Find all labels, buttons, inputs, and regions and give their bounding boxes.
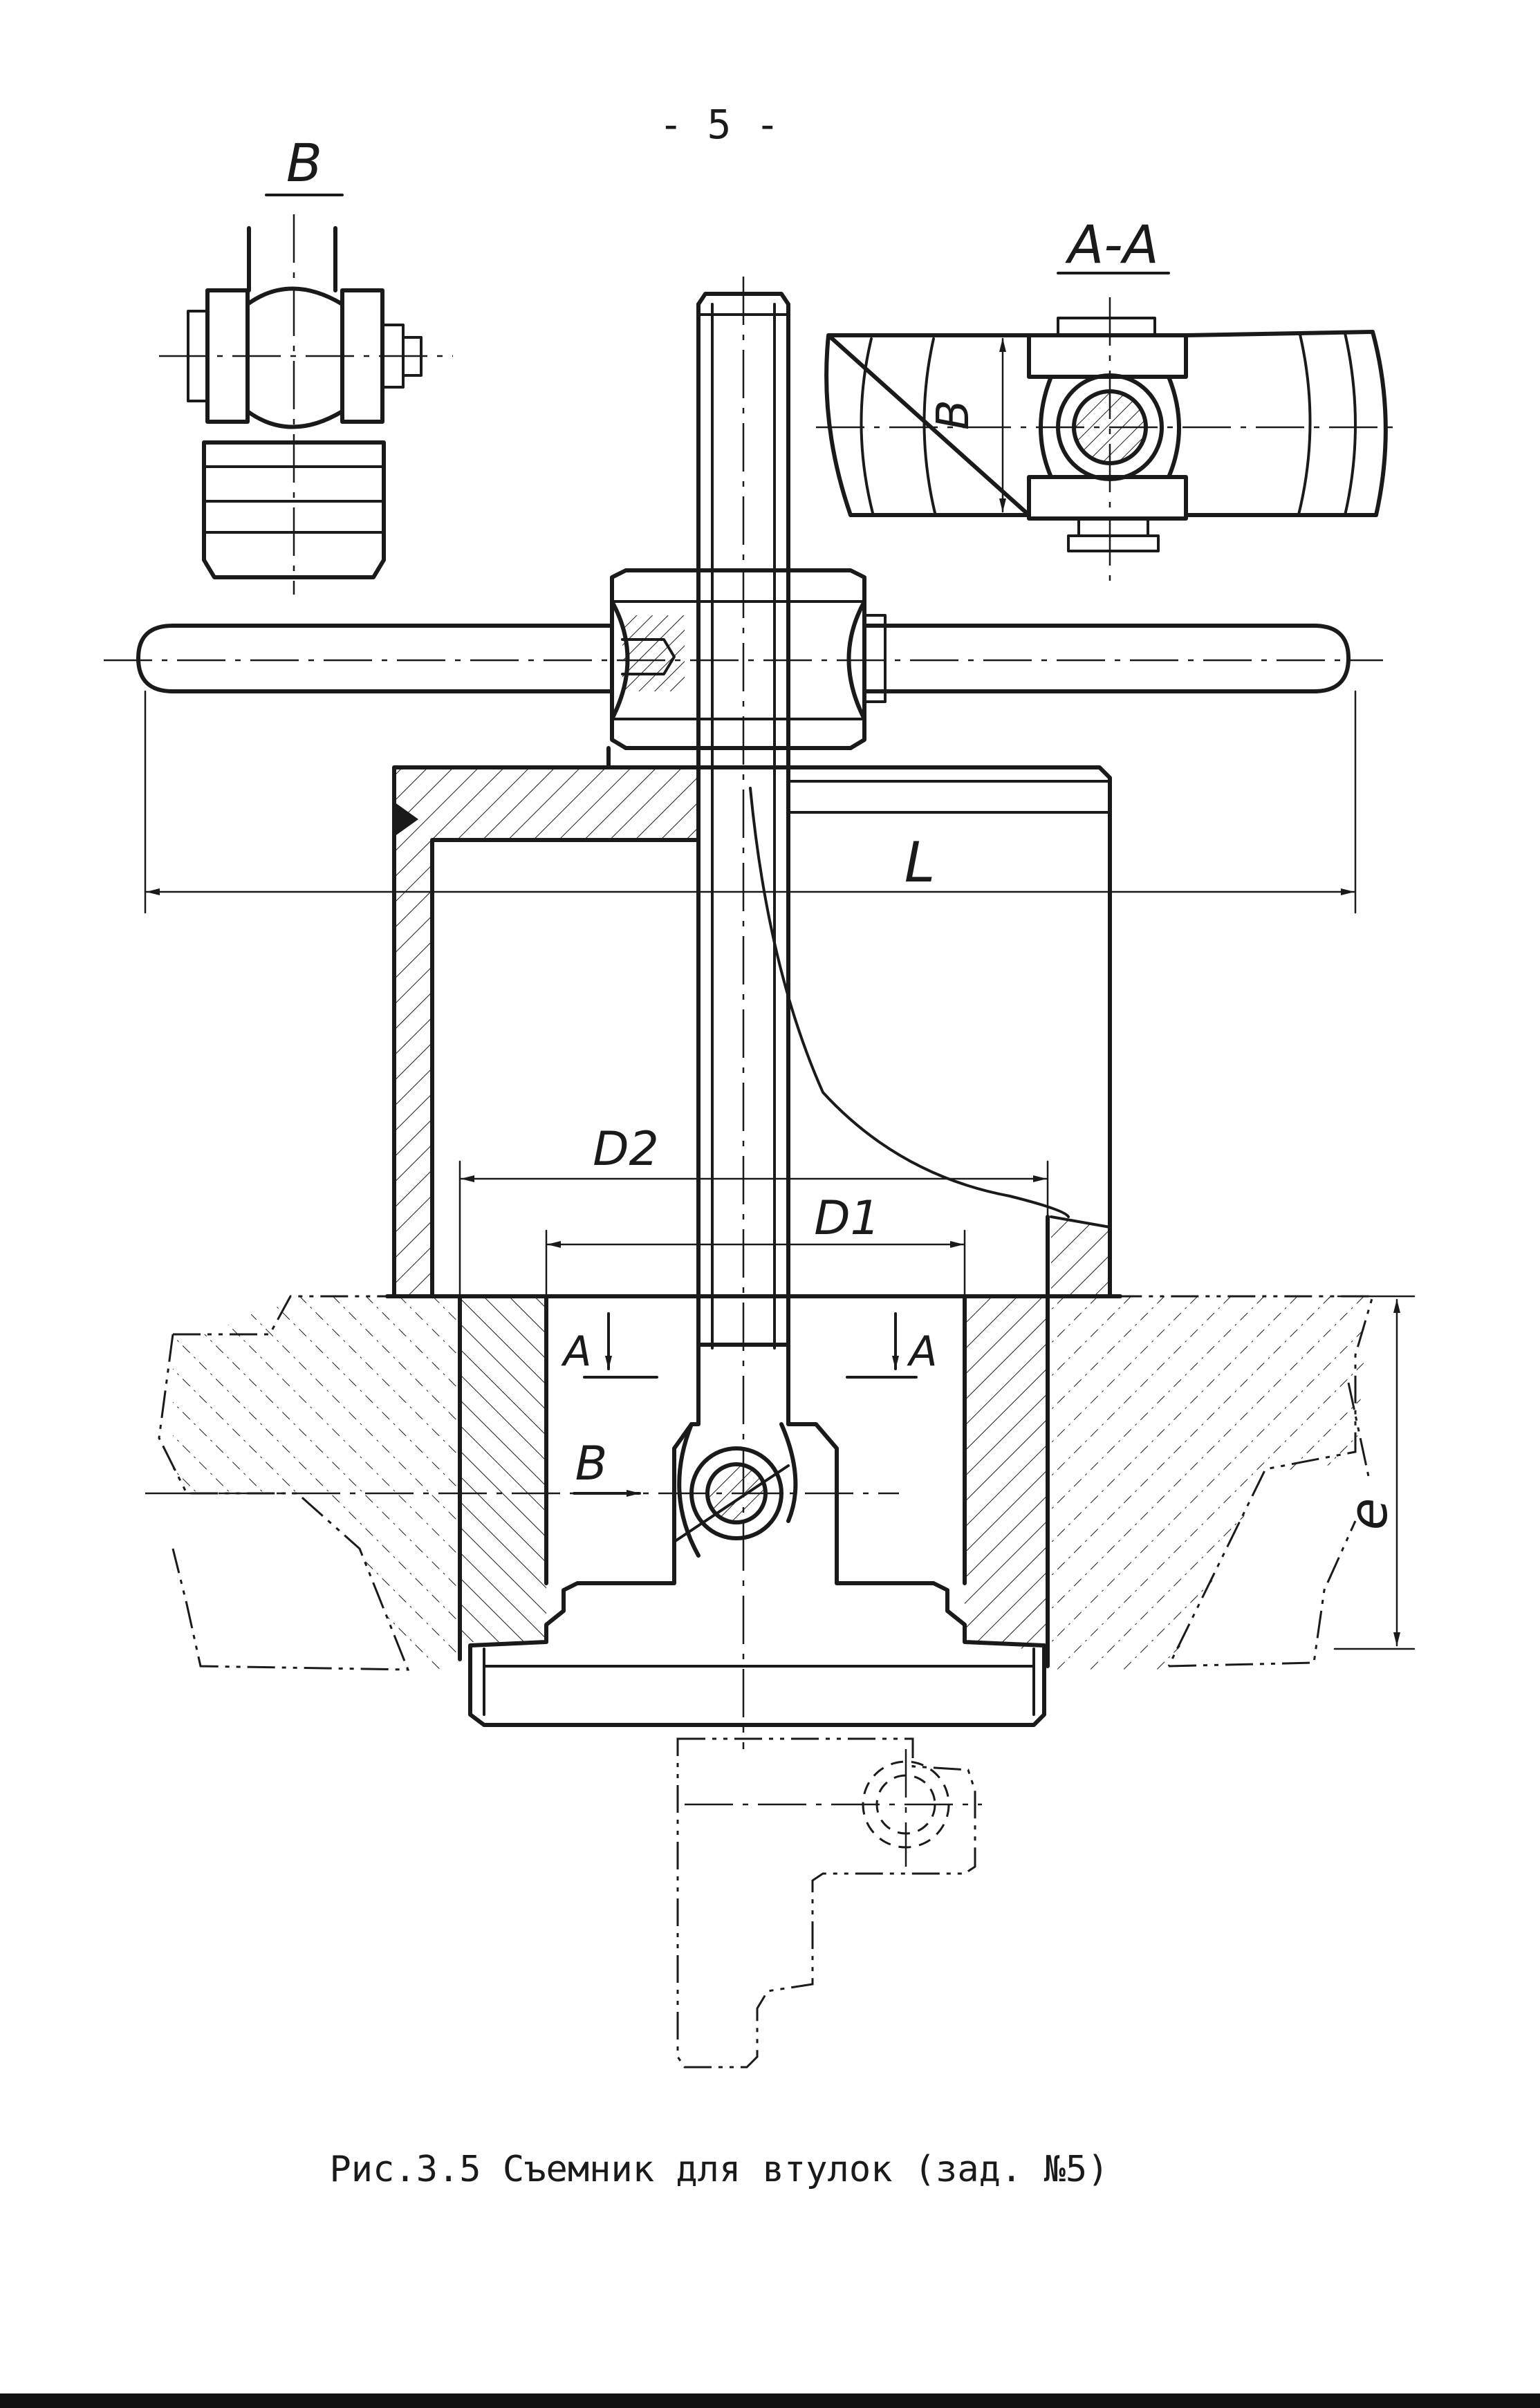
- dimension-d2-label: D2: [593, 1122, 659, 1177]
- bushing: [385, 1294, 1122, 1668]
- view-arrow-b: B: [573, 1437, 641, 1497]
- phantom-bracket: [676, 1737, 982, 2069]
- main-view: L D2: [104, 277, 1416, 2069]
- cup-housing: [392, 746, 1112, 1298]
- dimension-d2: D2: [458, 1122, 1049, 1298]
- dimension-l-label: L: [904, 830, 936, 895]
- section-mark-left: A: [560, 1312, 658, 1379]
- dimension-l: L: [144, 690, 1357, 914]
- page-number: - 5 -: [659, 101, 780, 148]
- dimension-d1-label: D1: [814, 1191, 880, 1246]
- view-b: B: [159, 132, 453, 595]
- section-mark-right-label: A: [906, 1327, 937, 1376]
- puller-head: [468, 1343, 1046, 1727]
- section-mark-left-label: A: [560, 1327, 591, 1376]
- t-handle: [104, 568, 1383, 750]
- workpiece-housing: [158, 1295, 1375, 1671]
- dimension-b-label: B: [928, 400, 979, 430]
- figure-caption: Рис.3.5 Съемник для втулок (зад. №5): [329, 2149, 1108, 2190]
- dimension-d1: D1: [545, 1191, 966, 1298]
- view-arrow-b-label: B: [575, 1437, 608, 1491]
- dimension-e: e: [1333, 1295, 1416, 1650]
- section-mark-right: A: [846, 1312, 938, 1379]
- scan-border: [0, 2393, 1540, 2408]
- view-b-label: B: [286, 132, 322, 194]
- dimension-e-label: e: [1337, 1498, 1399, 1531]
- section-a-a: A-A B: [816, 214, 1393, 581]
- section-a-a-label: A-A: [1064, 214, 1158, 275]
